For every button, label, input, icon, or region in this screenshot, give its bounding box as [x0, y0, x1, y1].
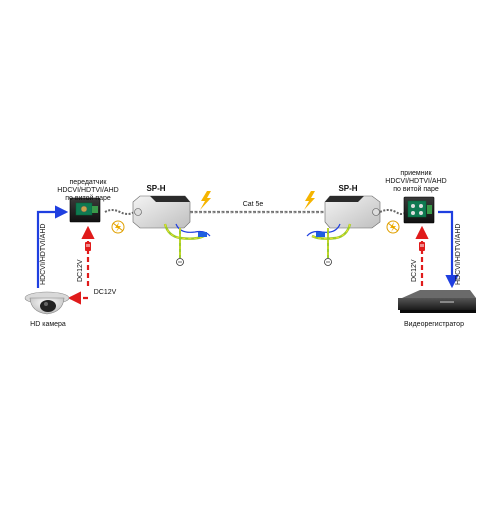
receiver-title-line2: HDCVI/HDTVI/AHD	[385, 178, 447, 185]
cat5e-cable	[104, 209, 407, 215]
surge-protector-right	[306, 195, 381, 258]
transmitter-title-line2: HDCVI/HDTVI/AHD	[57, 187, 119, 194]
no-lightning-icon	[386, 220, 400, 234]
receiver-device	[403, 196, 435, 224]
power-label-transmitter: DC12V	[77, 259, 84, 282]
lightning-icon	[304, 191, 315, 210]
transmitter-title-line1: передатчик	[69, 179, 107, 186]
camera-label: HD камера	[30, 321, 66, 328]
lightning-icon	[200, 191, 211, 210]
transmitter-title-line3: по витой паре	[65, 195, 111, 202]
cable-label: Cat 5e	[242, 201, 264, 208]
transmitter-device	[69, 197, 101, 223]
power-plug-icon	[419, 242, 425, 251]
surge-protector-right-label: SP-H	[338, 184, 358, 193]
hd-camera-icon	[24, 291, 70, 315]
surge-protector-left	[132, 195, 211, 258]
receiver-title: приемник HDCVI/HDTVI/AHD по витой паре	[380, 170, 452, 194]
receiver-title-line3: по витой паре	[393, 186, 439, 193]
recorder-label: Видеорегистратор	[404, 321, 464, 328]
transmitter-title: передатчик HDCVI/HDTVI/AHD по витой паре	[52, 179, 124, 203]
surge-protector-left-label: SP-H	[146, 184, 166, 193]
video-signal-arrow-right	[438, 210, 459, 289]
ground-icon	[176, 258, 184, 266]
video-signal-arrow-left	[36, 205, 69, 288]
video-signal-label-left: HDCVI/HDTVI/AHD	[40, 223, 47, 285]
video-signal-label-right: HDCVI/HDTVI/AHD	[455, 223, 462, 285]
power-plug-icon	[85, 242, 91, 251]
power-label-receiver: DC12V	[411, 259, 418, 282]
no-lightning-icon	[111, 220, 125, 234]
video-recorder-icon	[398, 290, 476, 313]
ground-icon	[324, 258, 332, 266]
power-label-camera: DC12V	[93, 289, 117, 296]
receiver-title-line1: приемник	[400, 170, 432, 177]
